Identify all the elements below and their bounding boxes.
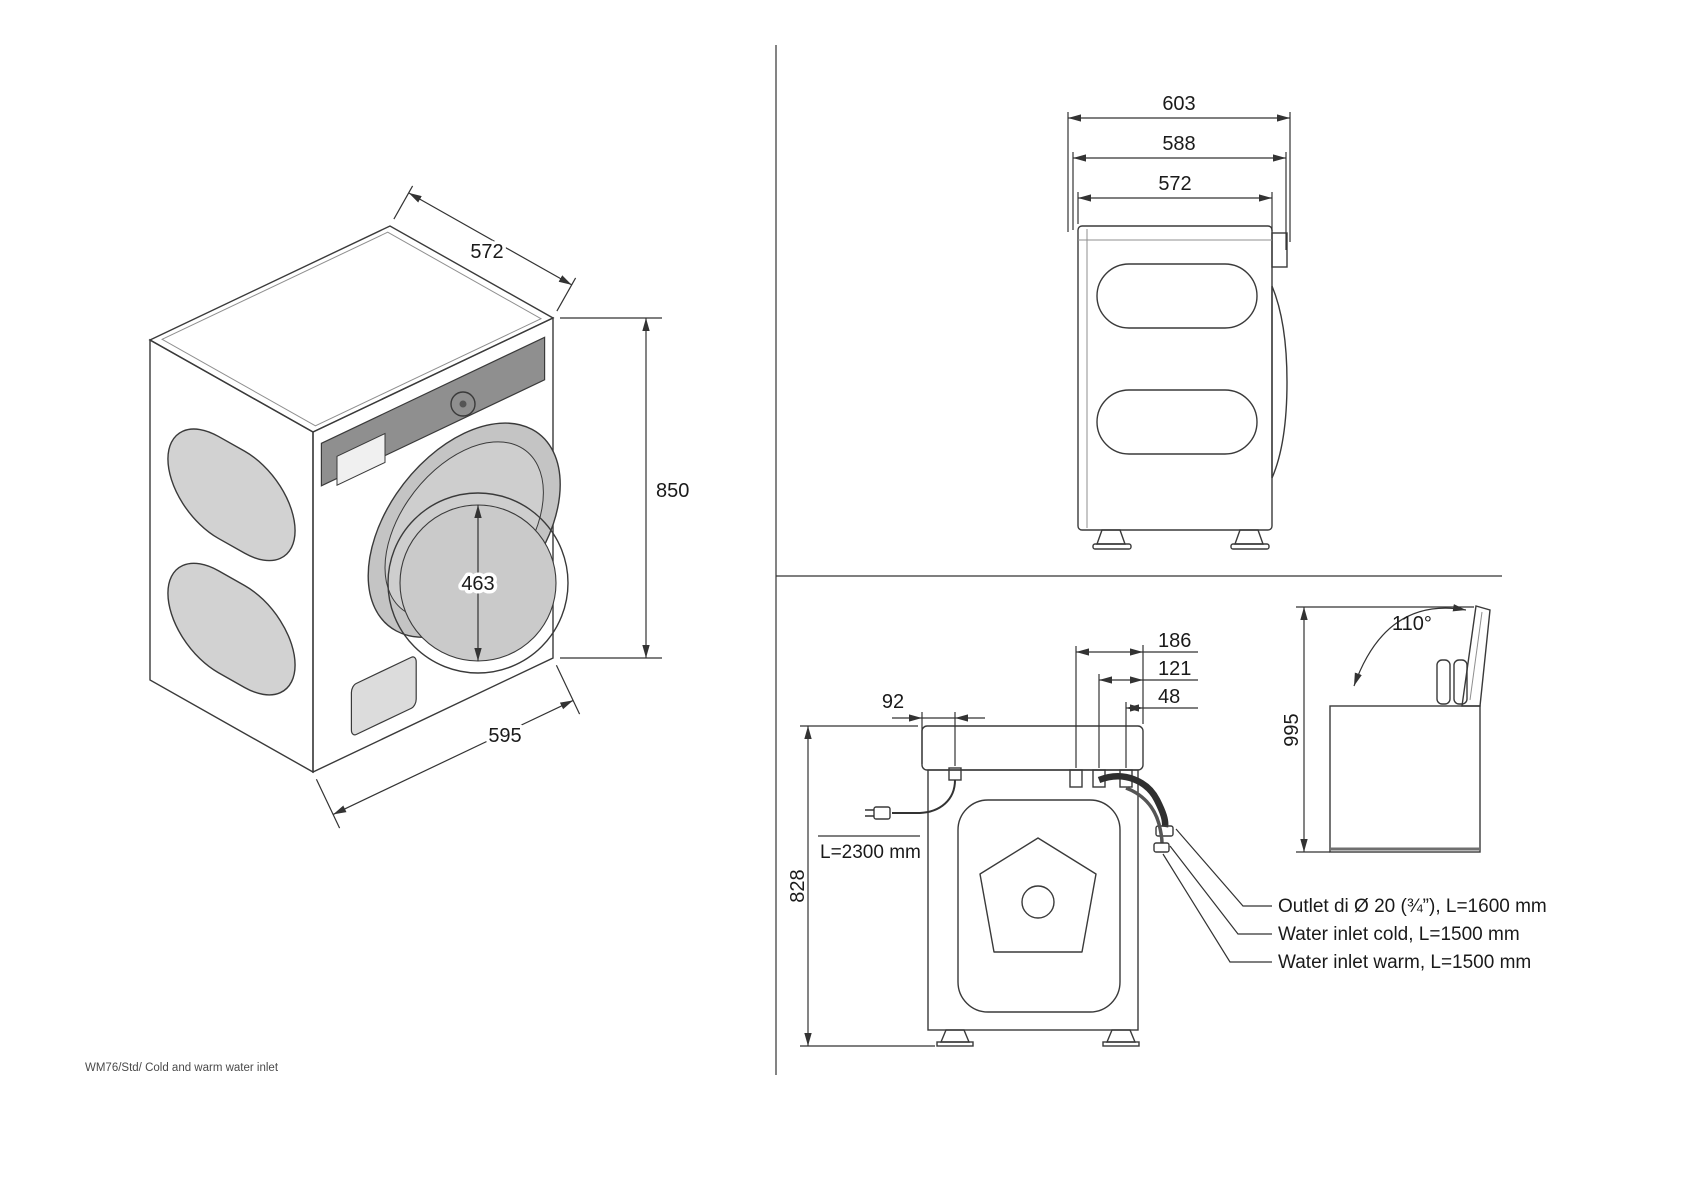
drawing-caption: WM76/Std/ Cold and warm water inlet	[85, 1062, 279, 1074]
dim-side-588-value: 588	[1162, 133, 1195, 155]
side-body	[1077, 225, 1273, 531]
outlet-label: Outlet di Ø 20 (¾”), L=1600 mm	[1278, 896, 1547, 917]
dim-rear-186-value: 186	[1158, 630, 1191, 652]
left-emboss-bottom	[168, 542, 295, 716]
side-view: 603 588 572	[1067, 93, 1291, 550]
dim-iso-width-value: 595	[488, 725, 521, 747]
rear-panel-outline	[957, 799, 1121, 1013]
plug-icon	[873, 806, 891, 820]
dim-side-572-value: 572	[1158, 173, 1191, 195]
side-emboss-bottom	[1096, 389, 1258, 455]
washer-left-face	[149, 338, 314, 774]
dim-rear-92: 92	[882, 691, 985, 766]
warm-inlet-label: Water inlet warm, L=1500 mm	[1278, 952, 1531, 973]
dim-lid-995: 995	[1281, 606, 1474, 853]
dim-side-572: 572	[1077, 173, 1273, 231]
lid-open-view: 110° 995	[1281, 604, 1491, 853]
washer-front-face	[312, 316, 554, 774]
drain-hose-fitting	[1155, 825, 1174, 837]
detergent-drawer	[351, 655, 416, 737]
lid-angle-value: 110°	[1392, 613, 1432, 635]
side-emboss-top	[1096, 263, 1258, 329]
dim-side-603-value: 603	[1162, 93, 1195, 115]
dim-door-diameter-value: 463	[461, 573, 494, 595]
dim-door-diameter: 463	[458, 505, 498, 661]
washer-top-lid-seam	[161, 231, 543, 427]
open-lid	[1461, 605, 1491, 707]
connection-leaders	[1162, 828, 1272, 963]
dim-rear-121: 121	[1098, 658, 1198, 768]
dim-rear-92-value: 92	[882, 691, 904, 713]
rear-access-panel	[979, 837, 1097, 953]
lid-angle-arc	[1353, 604, 1467, 687]
rear-panel-bolt	[1021, 885, 1055, 919]
dim-iso-width: 595	[315, 664, 581, 829]
detergent-cup-1	[1436, 659, 1451, 705]
cord-length-label: L=2300 mm	[820, 842, 921, 863]
dim-rear-48-value: 48	[1158, 686, 1180, 708]
side-rear-bulge	[1271, 285, 1288, 479]
cold-inlet-label: Water inlet cold, L=1500 mm	[1278, 924, 1520, 945]
dim-rear-48: 48	[1125, 686, 1198, 768]
drain-hose	[1097, 773, 1169, 828]
dim-iso-height-value: 850	[656, 480, 689, 502]
side-rear-lip	[1271, 232, 1288, 268]
dim-rear-828: 828	[787, 725, 935, 1047]
left-emboss-top	[168, 408, 295, 582]
left-face-emboss-group	[168, 408, 295, 716]
side-feet	[1092, 529, 1270, 550]
inlet-hose-fitting	[1153, 842, 1170, 853]
dim-rear-186: 186	[1075, 630, 1198, 768]
rear-view: L=2300 mm 828 92 186	[787, 630, 1547, 1047]
dim-rear-828-value: 828	[787, 869, 809, 902]
isometric-view: 572 850 595 463	[150, 186, 689, 828]
lid-view-body	[1329, 705, 1481, 853]
open-door-outer	[387, 492, 569, 674]
dim-lid-995-value: 995	[1281, 713, 1303, 746]
inlet-hose	[1125, 786, 1164, 844]
dim-side-588: 588	[1072, 133, 1287, 250]
program-knob	[450, 391, 476, 417]
program-knob-dot	[459, 400, 467, 408]
dim-rear-121-value: 121	[1158, 658, 1191, 680]
power-cord	[865, 767, 962, 820]
display-window	[337, 434, 385, 486]
dim-iso-depth-value: 572	[470, 241, 503, 263]
rear-feet	[936, 1029, 1140, 1047]
dim-side-603: 603	[1067, 93, 1291, 242]
dim-iso-depth: 572	[393, 185, 577, 312]
dim-iso-height: 850	[560, 317, 693, 659]
open-lid-seam	[1469, 611, 1483, 701]
